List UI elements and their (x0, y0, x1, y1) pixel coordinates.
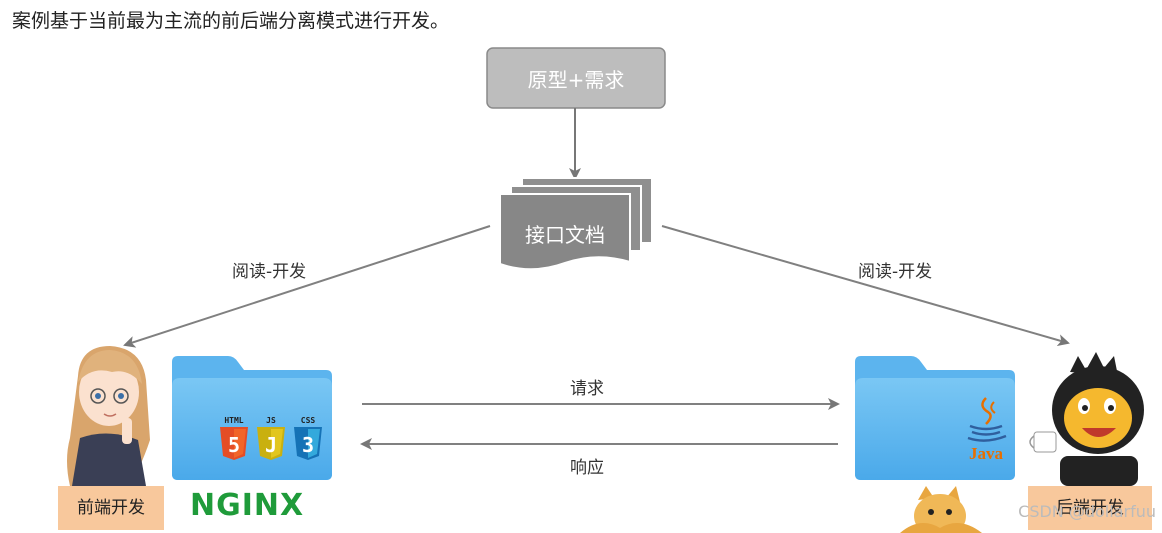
js-icon: JS J (257, 416, 285, 460)
html5-icon: HTML 5 (220, 416, 248, 460)
request-label: 请求 (570, 379, 604, 399)
response-label: 响应 (570, 458, 604, 478)
api-doc-stack (499, 177, 653, 271)
js-badge-letter: J (265, 433, 277, 457)
java-caption: Java (969, 444, 1004, 463)
html-badge-caption: HTML (224, 416, 243, 425)
css-badge-caption: CSS (301, 416, 316, 425)
js-badge-caption: JS (266, 416, 276, 425)
doc-to-backend-arrow (661, 225, 1070, 346)
nginx-logo: NGINX (190, 488, 305, 523)
html-badge-number: 5 (228, 433, 240, 457)
page-heading: 案例基于当前最为主流的前后端分离模式进行开发。 (12, 10, 450, 32)
java-icon: Java (967, 397, 1007, 463)
frontend-folder-icon (172, 356, 332, 480)
backend-folder-icon (855, 356, 1015, 480)
tomcat-icon (900, 486, 982, 533)
backend-developer-avatar (1029, 352, 1144, 486)
frontend-role-tag: 前端开发 (58, 486, 164, 530)
frontend-developer-avatar (67, 346, 150, 486)
backend-role-tag: 后端开发 (1028, 486, 1152, 530)
doc-to-frontend-arrow (123, 225, 491, 348)
read-dev-right-label: 阅读-开发 (858, 262, 933, 282)
api-doc-label: 接口文档 (525, 223, 605, 247)
css-badge-number: 3 (302, 433, 314, 457)
read-dev-left-label: 阅读-开发 (232, 262, 307, 282)
css3-icon: CSS 3 (294, 416, 322, 460)
csdn-watermark: CSDN @dollarfuu (1018, 502, 1156, 521)
prototype-label: 原型+需求 (527, 68, 625, 92)
